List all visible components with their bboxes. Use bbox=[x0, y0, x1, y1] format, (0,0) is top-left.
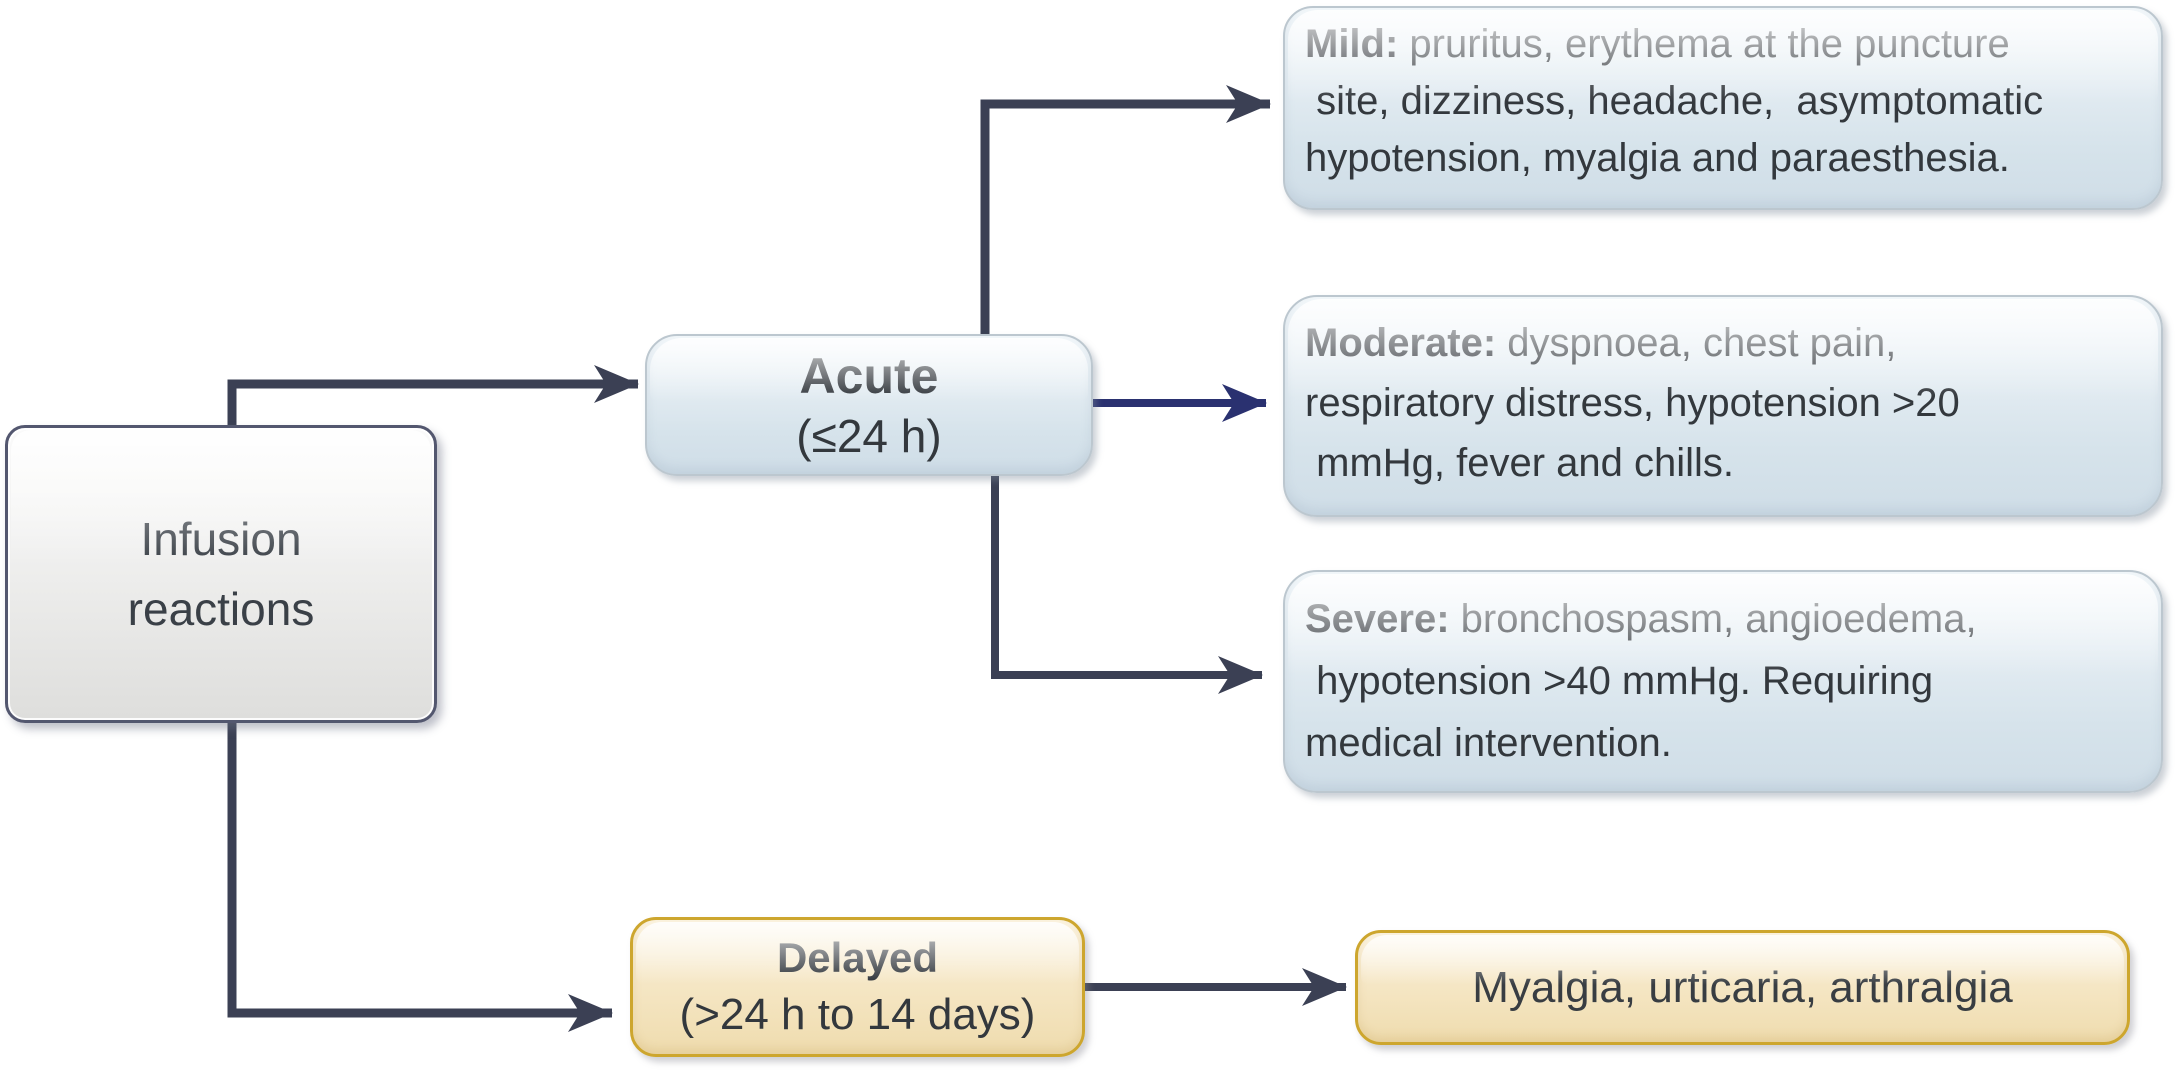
node-acute: Acute (≤24 h) bbox=[645, 334, 1093, 476]
edge-infusion-to-delayed bbox=[227, 721, 613, 1032]
node-infusion-reactions: Infusion reactions bbox=[5, 425, 437, 723]
edge-infusion-to-acute bbox=[227, 365, 639, 427]
edge-acute-to-severe bbox=[991, 474, 1263, 694]
infusion-reactions-label: Infusion reactions bbox=[127, 513, 315, 635]
severe-label: Severe: bbox=[1305, 597, 1450, 641]
moderate-text: Moderate: dyspnoea, chest pain, respirat… bbox=[1285, 297, 2161, 493]
moderate-body: dyspnoea, chest pain, respiratory distre… bbox=[1305, 321, 1960, 485]
edge-acute-to-mild bbox=[980, 85, 1271, 336]
acute-title: Acute bbox=[799, 348, 939, 404]
mild-label: Mild: bbox=[1305, 22, 1399, 66]
delayed-outcome-text: Myalgia, urticaria, arthralgia bbox=[1472, 962, 2013, 1012]
node-severe: Severe: bronchospasm, angioedema, hypote… bbox=[1283, 570, 2163, 793]
delayed-title: Delayed bbox=[776, 934, 939, 981]
node-delayed: Delayed (>24 h to 14 days) bbox=[630, 917, 1085, 1057]
moderate-label: Moderate: bbox=[1305, 321, 1497, 365]
acute-duration: (≤24 h) bbox=[796, 410, 942, 462]
node-mild: Mild: pruritus, erythema at the puncture… bbox=[1283, 6, 2163, 210]
mild-body: pruritus, erythema at the puncture site,… bbox=[1305, 22, 2044, 180]
node-moderate: Moderate: dyspnoea, chest pain, respirat… bbox=[1283, 295, 2163, 517]
mild-text: Mild: pruritus, erythema at the puncture… bbox=[1285, 8, 2161, 187]
severe-body: bronchospasm, angioedema, hypotension >4… bbox=[1305, 597, 1977, 765]
node-delayed-outcome: Myalgia, urticaria, arthralgia bbox=[1355, 930, 2130, 1045]
severe-text: Severe: bronchospasm, angioedema, hypote… bbox=[1285, 572, 2161, 774]
delayed-duration: (>24 h to 14 days) bbox=[679, 990, 1036, 1039]
